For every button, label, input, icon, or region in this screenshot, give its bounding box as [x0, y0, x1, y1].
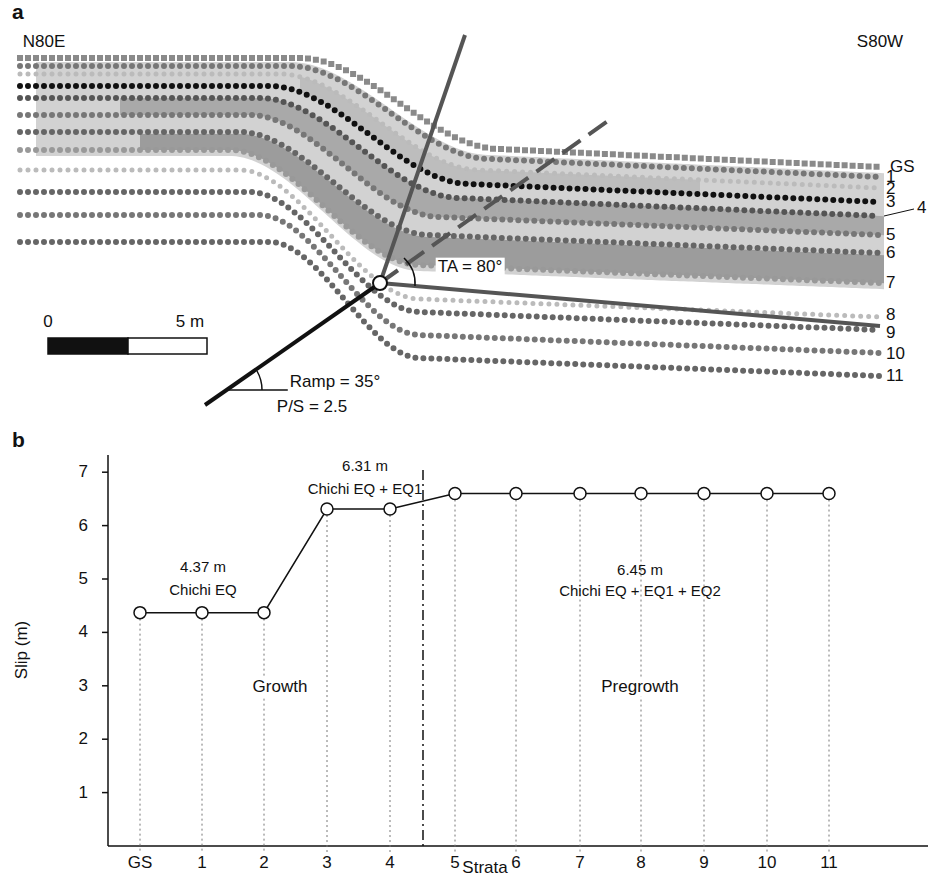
tick-label: 5	[79, 570, 88, 589]
drop-line	[767, 500, 768, 852]
stratum-line	[20, 242, 880, 376]
stratum-number: 9	[886, 324, 895, 343]
stratum-number: 10	[886, 345, 905, 364]
axial-surface	[380, 35, 465, 283]
annotation: Chichi EQ	[169, 582, 237, 599]
stratum-number: 6	[886, 244, 895, 263]
drop-line	[641, 500, 642, 852]
phase-label: Growth	[251, 678, 310, 697]
fault-tip	[373, 276, 387, 290]
drop-line	[704, 500, 705, 852]
tick-label: 10	[758, 854, 777, 873]
axial-surface-dashed	[380, 118, 612, 283]
scale-bar	[128, 338, 207, 354]
tick-label: GS	[128, 854, 153, 873]
tick-label: 3	[79, 676, 88, 695]
tick-label: 2	[259, 854, 268, 873]
phase-label: Pregrowth	[599, 678, 680, 697]
stratum-line	[20, 86, 880, 202]
data-point	[196, 607, 208, 619]
drop-line	[202, 619, 203, 852]
panel-letter: b	[12, 428, 25, 451]
y-tick	[102, 578, 108, 580]
value-label: 4.37 m	[180, 559, 226, 576]
y-tick	[102, 738, 108, 740]
data-point	[574, 488, 586, 500]
drop-line	[264, 619, 265, 852]
ratio-label: P/S = 2.5	[275, 398, 349, 417]
drop-line	[327, 515, 328, 852]
tick-label: 11	[820, 854, 838, 873]
fold-section	[0, 0, 932, 420]
data-point	[449, 488, 461, 500]
horizontal-ref	[228, 389, 290, 391]
tick-label: 9	[699, 854, 708, 873]
angle-label: TA = 80°	[436, 258, 505, 277]
tick-label: 6	[511, 854, 520, 873]
drop-line	[580, 500, 581, 852]
data-point	[321, 503, 333, 515]
angle-label: Ramp = 35°	[288, 373, 382, 392]
data-point	[635, 488, 647, 500]
slip-line	[140, 494, 829, 613]
angle-arc	[404, 258, 415, 286]
data-point	[258, 607, 270, 619]
angle-arc	[257, 371, 262, 390]
chart-lines	[102, 455, 928, 852]
y-tick	[102, 525, 108, 527]
direction-label: S80W	[857, 33, 903, 52]
strata-lines	[20, 58, 880, 376]
tick-label: 4	[79, 623, 88, 642]
scale-bar	[48, 338, 128, 354]
direction-label: N80E	[23, 33, 66, 52]
y-tick	[102, 685, 108, 687]
tick-label: 4	[385, 854, 394, 873]
scale-label: 0	[43, 313, 52, 332]
value-label: 6.45 m	[617, 562, 663, 579]
data-point	[384, 503, 396, 515]
stratum-number: 7	[886, 274, 895, 293]
scale-label: 5 m	[176, 313, 204, 332]
annotation: Chichi EQ + EQ1	[308, 481, 423, 498]
drop-line	[455, 500, 456, 852]
annotation: Chichi EQ + EQ1 + EQ2	[559, 583, 721, 600]
tick-label: 8	[636, 854, 645, 873]
drop-line	[516, 500, 517, 852]
tick-label: 7	[79, 463, 88, 482]
data-point	[134, 607, 146, 619]
data-point	[823, 488, 835, 500]
flat-line	[380, 283, 880, 326]
tick-label: 2	[79, 730, 88, 749]
data-point	[510, 488, 522, 500]
stratum-number: 3	[886, 193, 895, 212]
x-axis	[108, 845, 928, 847]
tick-label: 3	[322, 854, 331, 873]
stratum-line	[20, 215, 880, 353]
y-tick	[102, 632, 108, 634]
drop-line	[829, 500, 830, 852]
tick-label: 1	[197, 854, 206, 873]
tick-label: 7	[575, 854, 584, 873]
stratum-number: 8	[886, 306, 895, 325]
tick-label: 5	[450, 854, 459, 873]
y-tick	[102, 471, 108, 473]
stratum-number: 11	[886, 367, 904, 386]
axis-title: Strata	[462, 859, 507, 876]
drop-line	[140, 619, 141, 852]
y-axis	[107, 455, 109, 846]
tick-label: 6	[79, 516, 88, 535]
y-tick	[102, 792, 108, 794]
drop-line	[390, 515, 391, 852]
stratum-number: 5	[886, 226, 895, 245]
tick-label: 1	[79, 783, 88, 802]
data-point	[698, 488, 710, 500]
boundary-line	[422, 470, 424, 846]
data-point	[761, 488, 773, 500]
value-label: 6.31 m	[342, 458, 388, 475]
stratum-number: 4	[917, 199, 926, 218]
panel-letter: a	[12, 0, 24, 23]
axis-title: Slip (m)	[13, 621, 32, 680]
